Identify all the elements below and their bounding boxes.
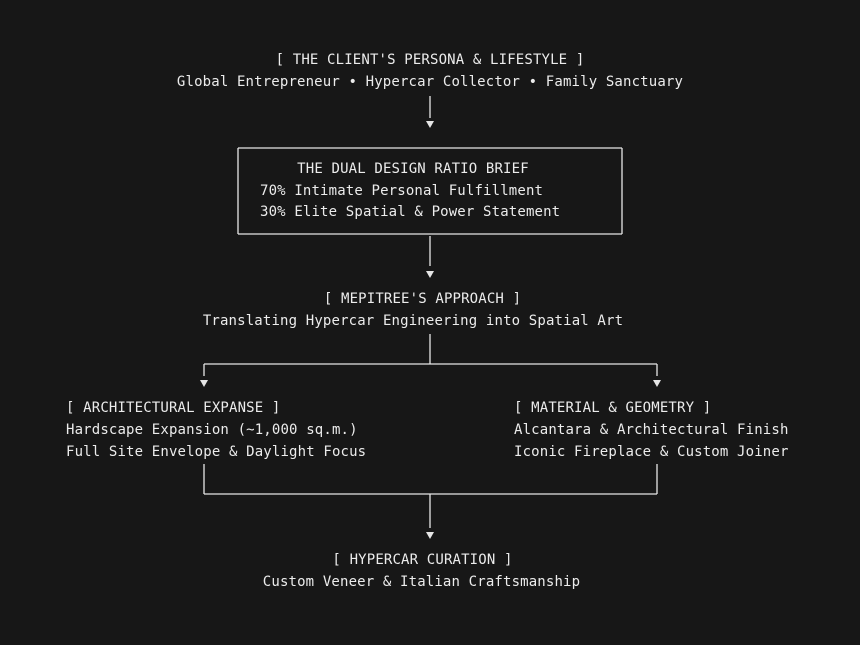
arrow-to-material [653,380,661,387]
brief-line-power: 30% Elite Spatial & Power Statement [260,204,561,220]
arrow-to-brief [426,121,434,128]
architectural-title: [ ARCHITECTURAL EXPANSE ] [66,400,281,416]
arrow-to-curation [426,532,434,539]
material-title: [ MATERIAL & GEOMETRY ] [514,400,712,416]
brief-box-border [237,147,623,235]
architectural-line-envelope: Full Site Envelope & Daylight Focus [66,444,367,460]
brief-title: THE DUAL DESIGN RATIO BRIEF [297,161,529,177]
client-title: [ THE CLIENT'S PERSONA & LIFESTYLE ] [275,52,585,68]
approach-title: [ MEPITREE'S APPROACH ] [323,291,522,307]
material-line-fireplace: Iconic Fireplace & Custom Joiner [514,444,789,460]
approach-subtitle: Translating Hypercar Engineering into Sp… [202,313,624,329]
curation-subtitle: Custom Veneer & Italian Craftsmanship [262,574,581,590]
curation-title: [ HYPERCAR CURATION ] [332,552,513,568]
arrow-to-approach [426,271,434,278]
arrow-to-architectural [200,380,208,387]
architectural-line-hardscape: Hardscape Expansion (~1,000 sq.m.) [66,422,358,438]
material-line-alcantara: Alcantara & Architectural Finish [514,422,789,438]
brief-line-personal: 70% Intimate Personal Fulfillment [260,183,544,199]
client-subtitle: Global Entrepreneur • Hypercar Collector… [176,74,684,90]
